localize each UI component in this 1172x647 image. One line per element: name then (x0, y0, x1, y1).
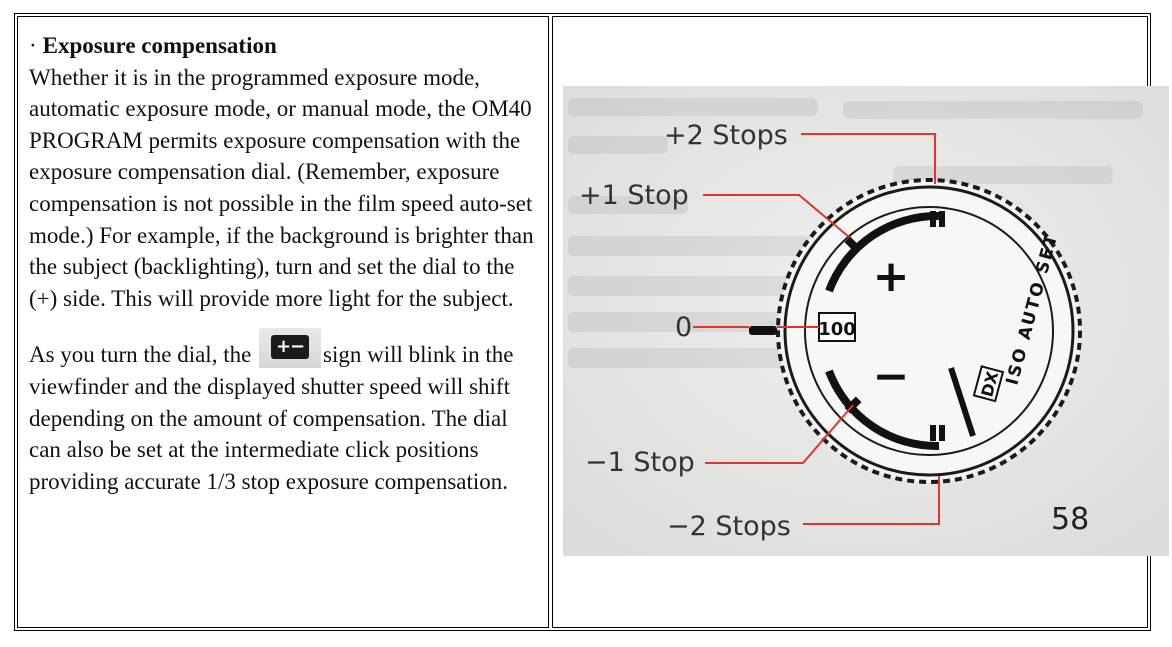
tick-plus2-a (930, 211, 936, 227)
minus-arc (825, 369, 940, 451)
leader-lines (693, 133, 940, 525)
paragraph-2-after: sign will blink in the viewfinder and th… (29, 342, 514, 494)
paragraph-2: As you turn the dial, the +−sign will bl… (29, 328, 544, 497)
leader-minus1 (705, 404, 854, 464)
tick-plus2-b (939, 211, 945, 227)
label-minus1: −1 Stop (585, 447, 695, 478)
dial-diagram-photo: 100 + − DX ISO AUTO SET +2 Stops +1 Stop… (563, 86, 1169, 556)
label-plus2: +2 Stops (664, 120, 788, 151)
plus-minus-icon: +− (259, 328, 322, 369)
zero-mark (749, 326, 777, 335)
tick-plus1 (844, 236, 862, 254)
heading-text: Exposure compensation (42, 33, 277, 58)
leader-plus1 (703, 194, 850, 238)
section-heading: ·Exposure compensation (29, 30, 544, 62)
minus-sign: − (873, 351, 910, 402)
dx-mark: DX (972, 365, 1005, 403)
text-block: ·Exposure compensation Whether it is in … (29, 30, 544, 497)
label-minus2: −2 Stops (667, 511, 791, 542)
heading-bullet: · (29, 33, 37, 58)
page-number: 58 (1051, 502, 1089, 537)
label-plus1: +1 Stop (579, 180, 689, 211)
text-cell: ·Exposure compensation Whether it is in … (17, 16, 549, 628)
plus-sign: + (873, 251, 910, 302)
tick-minus2-b (939, 425, 945, 441)
leader-plus2 (801, 133, 936, 184)
paragraph-2-before: As you turn the dial, the (29, 342, 252, 368)
iso-value: 100 (818, 319, 856, 340)
plus-arc (825, 211, 940, 293)
layout-table: ·Exposure compensation Whether it is in … (14, 13, 1151, 631)
paragraph-1: Whether it is in the programmed exposure… (29, 64, 534, 311)
dial-inner-ring (804, 206, 1054, 456)
label-zero: 0 (675, 312, 692, 343)
exposure-dial: 100 + − DX ISO AUTO SET (749, 178, 1082, 484)
dx-slash (948, 367, 976, 437)
tick-minus2-a (930, 425, 936, 441)
leader-minus2 (803, 476, 940, 525)
